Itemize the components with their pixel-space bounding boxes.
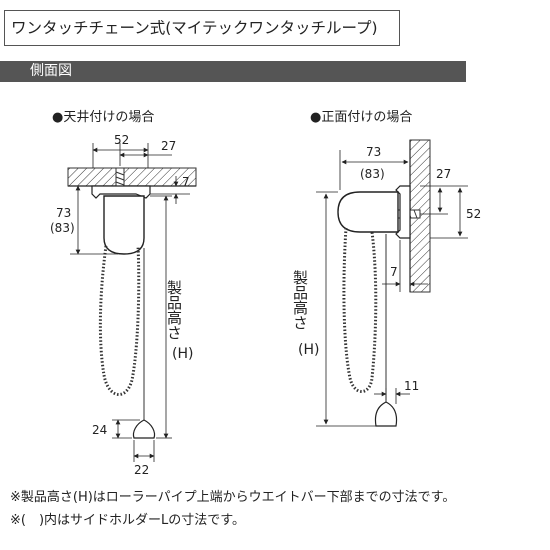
ceiling-slab — [67, 167, 197, 187]
ceiling-chain — [98, 245, 141, 397]
front-product-height-label: 製品高さ — [291, 270, 309, 330]
front-heading: ●正面付けの場合 — [310, 110, 412, 125]
ceiling-bracket — [91, 185, 151, 199]
ceiling-dim-weight-w: 22 — [134, 463, 149, 477]
front-dim-depth-alt: (83) — [360, 167, 385, 181]
ceiling-dim-offset: 27 — [161, 139, 176, 153]
ceiling-weight — [132, 419, 156, 439]
front-weight — [374, 401, 398, 427]
ceiling-dim-width: 52 — [114, 133, 129, 147]
diagram-title: ワンタッチチェーン式(マイテックワンタッチループ) — [4, 10, 400, 46]
front-dim-gap: 7 — [390, 265, 398, 279]
front-chain — [342, 227, 378, 393]
front-mount-figure: ●正面付けの場合 73 (83) 27 52 — [291, 110, 481, 427]
note-side-holder: ※( )内はサイドホルダーLの寸法です。 — [10, 513, 245, 528]
ceiling-side-holder — [103, 195, 145, 255]
front-dim-depth: 73 — [366, 145, 381, 159]
section-header: 側面図 — [0, 61, 466, 82]
front-product-height-symbol: (H) — [298, 342, 319, 358]
front-dim-weight: 11 — [404, 379, 419, 393]
front-dim-bracket: 52 — [466, 207, 481, 221]
ceiling-product-height-symbol: (H) — [172, 346, 193, 362]
ceiling-dim-height: 73 — [56, 206, 71, 220]
ceiling-dim-thickness: 7 — [182, 175, 190, 189]
ceiling-heading: ●天井付けの場合 — [52, 110, 154, 125]
front-dim-offset: 27 — [436, 167, 451, 181]
note-product-height: ※製品高さ(H)はローラーパイプ上端からウエイトバー下部までの寸法です。 — [10, 490, 456, 505]
ceiling-dim-height-alt: (83) — [50, 221, 75, 235]
ceiling-mount-figure: ●天井付けの場合 52 27 7 — [50, 110, 197, 477]
front-bracket — [395, 185, 411, 239]
ceiling-product-height-label: 製品高さ — [165, 280, 183, 340]
ceiling-dim-weight-h: 24 — [92, 423, 107, 437]
front-side-holder — [337, 191, 399, 233]
